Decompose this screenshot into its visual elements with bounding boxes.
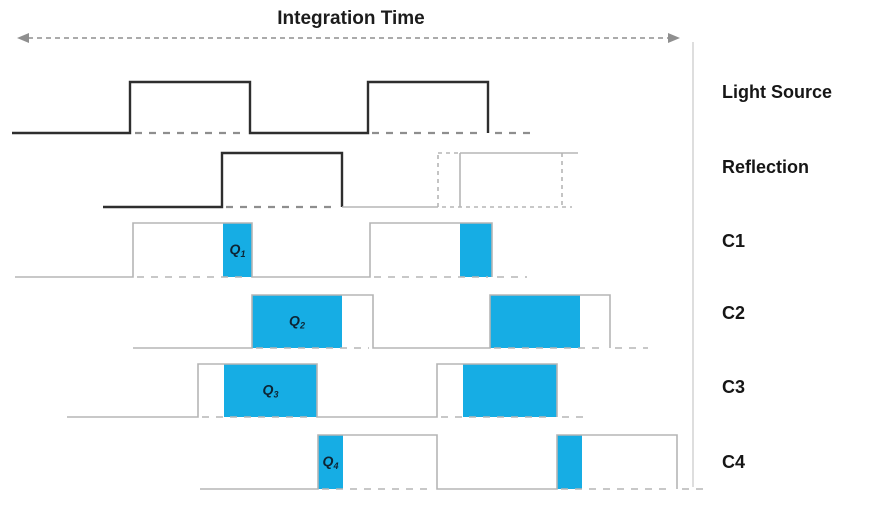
q-label-c1: Q1 xyxy=(230,241,246,259)
charge-region-c1 xyxy=(223,223,252,277)
integration-time-arrow xyxy=(17,33,680,43)
row-label-c3: C3 xyxy=(722,377,745,397)
charge-region-c3 xyxy=(463,364,557,417)
row-label-light-source: Light Source xyxy=(722,82,832,102)
row-c4: Q4 xyxy=(200,434,710,490)
row-light-source xyxy=(12,80,530,135)
waveform-c3 xyxy=(67,363,558,418)
charge-region-c1 xyxy=(460,223,492,277)
row-label-c4: C4 xyxy=(722,452,745,472)
arrowhead-right-icon xyxy=(668,33,680,43)
q-label-c3: Q3 xyxy=(263,382,279,400)
q-label-c2: Q2 xyxy=(289,313,305,331)
charge-region-c4 xyxy=(557,435,582,489)
row-label-c1: C1 xyxy=(722,231,745,251)
waveform-light-source xyxy=(12,80,490,135)
row-label-reflection: Reflection xyxy=(722,157,809,177)
row-c3: Q3 xyxy=(67,363,590,418)
diagram-title: Integration Time xyxy=(277,8,424,29)
row-c2: Q2 xyxy=(133,294,648,349)
waveform-c1 xyxy=(15,222,493,278)
charge-region-c2 xyxy=(490,295,580,348)
row-reflection xyxy=(103,151,578,209)
charge-region-c2 xyxy=(252,295,342,348)
q-label-c4: Q4 xyxy=(323,453,339,471)
waveform-reflection xyxy=(103,151,344,209)
charge-region-c3 xyxy=(224,364,317,417)
arrowhead-left-icon xyxy=(17,33,29,43)
waveform-c2 xyxy=(133,294,611,349)
waveform-c4 xyxy=(200,434,678,490)
row-c1: Q1 xyxy=(15,222,527,278)
row-label-c2: C2 xyxy=(722,303,745,323)
charge-region-c4 xyxy=(318,435,343,489)
